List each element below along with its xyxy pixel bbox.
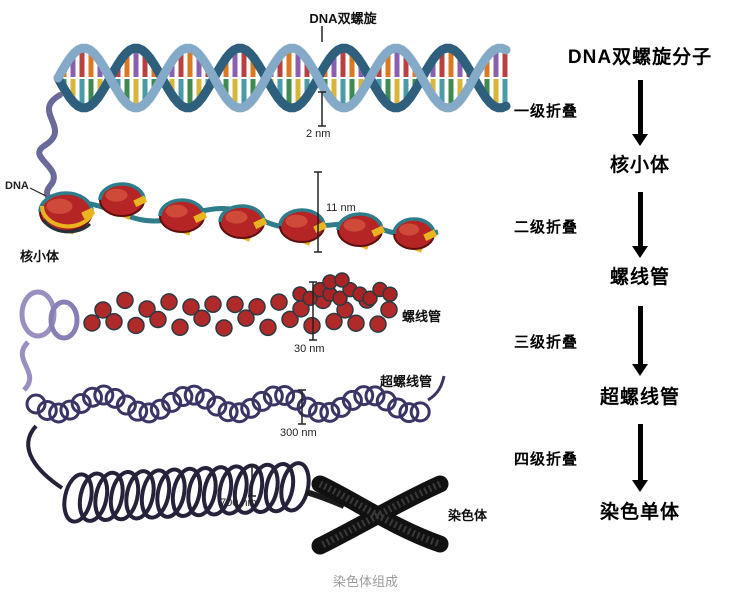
arrow-head-icon [632, 364, 648, 376]
flow-node-chromatid: 染色单体 [599, 502, 680, 523]
flow-arrow-1 [632, 80, 648, 146]
flow-node-supersolenoid: 超螺线管 [599, 387, 680, 408]
arrow-head-icon [632, 246, 648, 258]
label-chromosome: 染色体 [448, 508, 488, 523]
measure-11nm: 11 nm [326, 202, 356, 214]
arrow-head-icon [632, 480, 648, 492]
arrow-shaft [637, 424, 643, 480]
dna-packaging-illustration [19, 26, 511, 555]
measure-2nm: 2 nm [306, 128, 331, 140]
measure-300nm: 300 nm [280, 427, 317, 439]
arrow-shaft [637, 306, 643, 364]
measure-30nm: 30 nm [294, 343, 325, 355]
flow-step-second-folding: 二级折叠 [514, 219, 579, 236]
flow-step-first-folding: 一级折叠 [514, 103, 579, 120]
flow-arrow-2 [632, 192, 648, 258]
arrow-head-icon [632, 134, 648, 146]
label-dna: DNA [5, 180, 29, 192]
arrow-shaft [637, 80, 643, 134]
measure-700nm: 700 nm [220, 497, 257, 509]
flow-node-nucleosome: 核小体 [609, 155, 670, 176]
flow-step-third-folding: 三级折叠 [514, 334, 579, 351]
label-supersolenoid: 超螺线管 [380, 374, 433, 389]
label-solenoid: 螺线管 [402, 309, 442, 324]
label-dna-double-helix: DNA双螺旋 [309, 11, 377, 26]
flow-arrow-4 [632, 424, 648, 492]
label-nucleosome: 核小体 [20, 249, 60, 264]
arrow-shaft [637, 192, 643, 246]
flow-arrow-3 [632, 306, 648, 376]
flow-node-dna-double-helix: DNA双螺旋分子 [567, 47, 713, 68]
flow-step-fourth-folding: 四级折叠 [514, 451, 579, 468]
flow-node-solenoid: 螺线管 [609, 267, 670, 288]
figure-caption: 染色体组成 [332, 574, 398, 589]
